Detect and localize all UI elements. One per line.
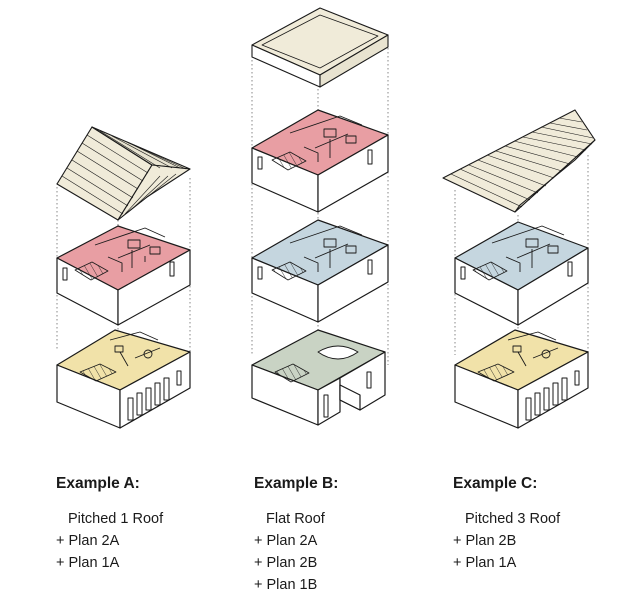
plan-item: + Plan 1B — [254, 577, 318, 593]
flat-roof — [251, 7, 389, 88]
example-title: Example C: — [453, 475, 538, 492]
pitched-3-roof — [442, 109, 596, 213]
caption-example-a: Example A: Pitched 1 Roof + Plan 2A + Pl… — [56, 474, 226, 574]
plan-1b-floor — [251, 329, 386, 426]
plan-2a-floor — [56, 225, 191, 326]
roof-type: Flat Roof — [266, 511, 325, 527]
plan-item: + Plan 2A — [56, 533, 120, 549]
example-c-stack — [442, 109, 596, 429]
plan-2b-floor — [454, 221, 589, 326]
plan-item: + Plan 2B — [453, 533, 517, 549]
example-title: Example B: — [254, 475, 339, 492]
plan-1a-floor — [56, 329, 191, 429]
plan-2b-floor — [251, 219, 389, 323]
plan-1a-floor — [454, 329, 589, 429]
roof-type: Pitched 3 Roof — [465, 511, 561, 527]
example-b-stack — [251, 7, 389, 426]
plan-item: + Plan 2A — [254, 533, 318, 549]
caption-example-c: Example C: Pitched 3 Roof + Plan 2B + Pl… — [453, 474, 623, 574]
roof-type: Pitched 1 Roof — [68, 511, 164, 527]
plan-item: + Plan 1A — [453, 555, 517, 571]
plan-item: + Plan 2B — [254, 555, 318, 571]
plan-2a-floor — [251, 109, 389, 213]
example-title: Example A: — [56, 475, 140, 492]
plan-item: + Plan 1A — [56, 555, 120, 571]
caption-example-b: Example B: Flat Roof + Plan 2A + Plan 2B… — [254, 474, 424, 596]
example-a-stack — [56, 126, 191, 429]
pitched-1-roof — [56, 126, 191, 221]
